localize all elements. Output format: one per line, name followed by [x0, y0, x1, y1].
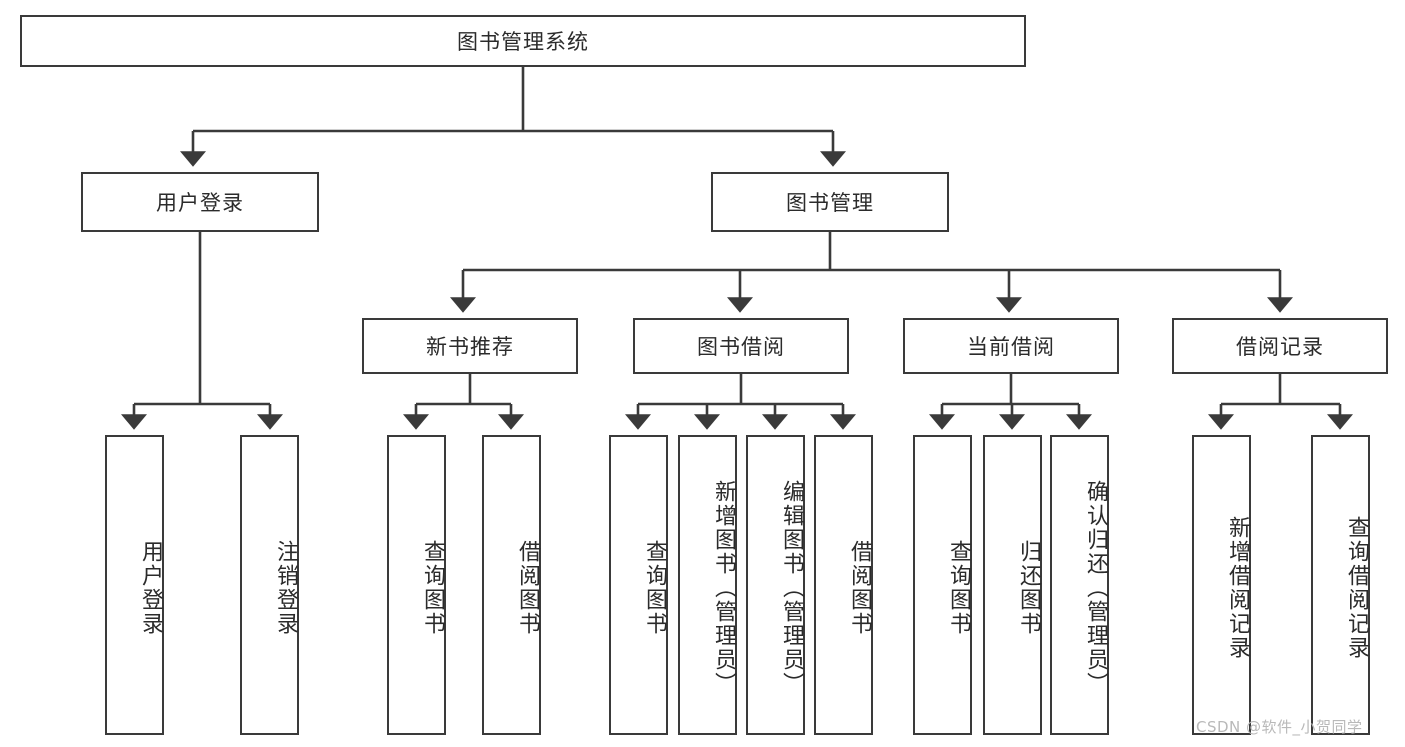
node-leaf-confirm-return[interactable]: 确认归还（管理员） [1050, 435, 1109, 735]
node-leaf-confirm-return-label: 确认归还（管理员） [1083, 480, 1108, 696]
node-current-borrow[interactable]: 当前借阅 [903, 318, 1119, 374]
node-borrow-record-label: 借阅记录 [1236, 335, 1324, 359]
node-leaf-query-book-2-label: 查询图书 [642, 540, 667, 636]
node-new-book-rec[interactable]: 新书推荐 [362, 318, 578, 374]
node-leaf-logout[interactable]: 注销登录 [240, 435, 299, 735]
node-leaf-edit-book[interactable]: 编辑图书（管理员） [746, 435, 805, 735]
node-leaf-borrow-book-1[interactable]: 借阅图书 [482, 435, 541, 735]
node-book-manage-label: 图书管理 [786, 191, 874, 215]
node-leaf-return-book-label: 归还图书 [1016, 540, 1041, 636]
node-book-manage[interactable]: 图书管理 [711, 172, 949, 232]
node-leaf-add-record[interactable]: 新增借阅记录 [1192, 435, 1251, 735]
node-root-label: 图书管理系统 [457, 30, 589, 54]
node-leaf-query-book-3-label: 查询图书 [946, 540, 971, 636]
node-leaf-query-book-1[interactable]: 查询图书 [387, 435, 446, 735]
node-new-book-rec-label: 新书推荐 [426, 335, 514, 359]
csdn-watermark: CSDN @软件_小贺同学 [1196, 718, 1363, 736]
node-leaf-return-book[interactable]: 归还图书 [983, 435, 1042, 735]
node-leaf-edit-book-label: 编辑图书（管理员） [779, 480, 804, 696]
node-leaf-query-book-3[interactable]: 查询图书 [913, 435, 972, 735]
node-leaf-user-login-label: 用户登录 [138, 540, 163, 636]
node-leaf-add-book-label: 新增图书（管理员） [711, 480, 736, 696]
node-leaf-borrow-book-2-label: 借阅图书 [847, 540, 872, 636]
node-leaf-query-book-1-label: 查询图书 [420, 540, 445, 636]
node-leaf-query-record-label: 查询借阅记录 [1344, 516, 1369, 660]
node-book-borrow[interactable]: 图书借阅 [633, 318, 849, 374]
node-leaf-borrow-book-1-label: 借阅图书 [515, 540, 540, 636]
node-leaf-user-login[interactable]: 用户登录 [105, 435, 164, 735]
node-leaf-query-book-2[interactable]: 查询图书 [609, 435, 668, 735]
node-user-login-label: 用户登录 [156, 191, 244, 215]
node-borrow-record[interactable]: 借阅记录 [1172, 318, 1388, 374]
node-user-login[interactable]: 用户登录 [81, 172, 319, 232]
node-leaf-add-book[interactable]: 新增图书（管理员） [678, 435, 737, 735]
node-leaf-borrow-book-2[interactable]: 借阅图书 [814, 435, 873, 735]
node-leaf-add-record-label: 新增借阅记录 [1225, 516, 1250, 660]
node-leaf-query-record[interactable]: 查询借阅记录 [1311, 435, 1370, 735]
node-root[interactable]: 图书管理系统 [20, 15, 1026, 67]
node-leaf-logout-label: 注销登录 [273, 540, 298, 636]
node-current-borrow-label: 当前借阅 [967, 335, 1055, 359]
node-book-borrow-label: 图书借阅 [697, 335, 785, 359]
